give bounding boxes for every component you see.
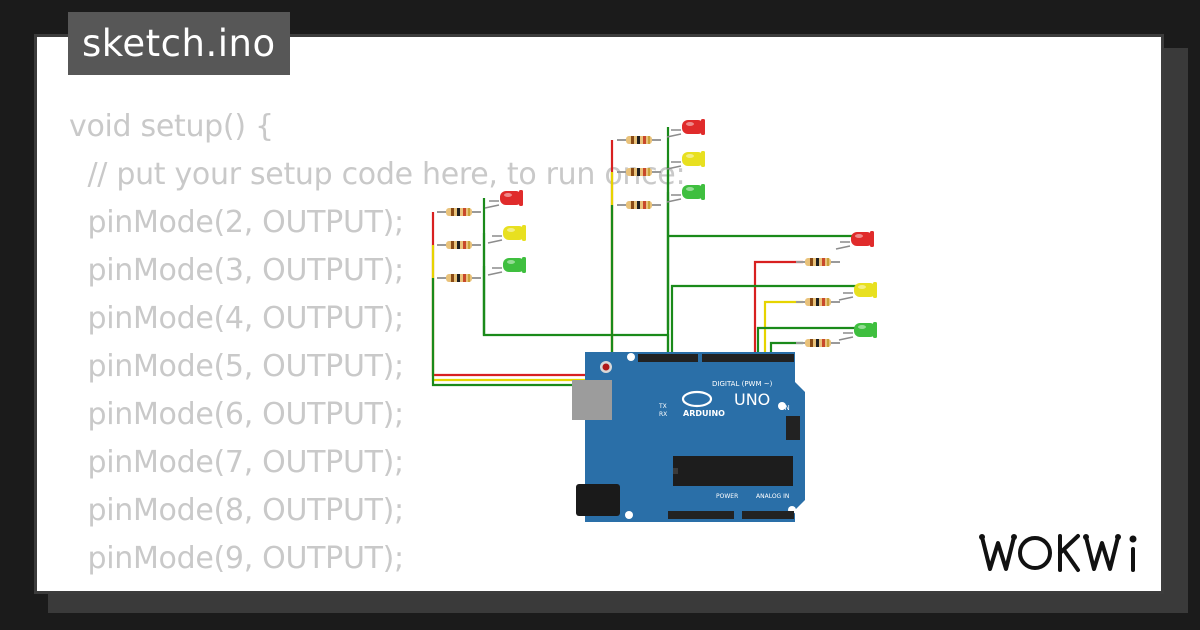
tx-label: TX	[658, 403, 667, 410]
file-tab[interactable]: sketch.ino	[68, 12, 290, 75]
preview-card: void setup() { // put your setup code he…	[34, 34, 1164, 594]
code-line: pinMode(6, OUTPUT);	[69, 397, 404, 432]
led	[487, 225, 526, 244]
led	[838, 282, 877, 301]
code-line: pinMode(4, OUTPUT);	[69, 301, 404, 336]
rx-label: RX	[659, 411, 667, 418]
on-label: ON	[779, 404, 790, 412]
code-line: pinMode(10, OUTPUT);	[69, 583, 685, 591]
led	[835, 231, 874, 250]
code-editor: void setup() { // put your setup code he…	[69, 103, 686, 591]
led	[838, 322, 877, 341]
code-line: pinMode(7, OUTPUT);	[69, 445, 404, 480]
code-line: pinMode(2, OUTPUT);	[69, 205, 404, 240]
led	[487, 257, 526, 276]
uno-label: UNO	[734, 390, 770, 409]
wokwi-logo	[979, 534, 1137, 572]
code-line: pinMode(5, OUTPUT);	[69, 349, 404, 384]
code-line: // put your setup code here, to run once…	[69, 157, 686, 192]
leds	[484, 119, 877, 341]
power-label: POWER	[716, 493, 738, 500]
led	[666, 184, 705, 203]
code-line: pinMode(9, OUTPUT);	[69, 541, 404, 576]
analog-label: ANALOG IN	[756, 493, 789, 500]
code-line: pinMode(3, OUTPUT);	[69, 253, 404, 288]
led	[484, 190, 523, 209]
code-line: pinMode(8, OUTPUT);	[69, 493, 404, 528]
digital-label: DIGITAL (PWM ~)	[712, 380, 773, 388]
arduino-board: DIGITAL (PWM ~) UNO ARDUINO ON TX RX POW…	[572, 352, 805, 522]
led	[666, 119, 705, 138]
led	[666, 151, 705, 170]
arduino-label: ARDUINO	[683, 409, 725, 418]
code-line: void setup() {	[69, 109, 274, 144]
